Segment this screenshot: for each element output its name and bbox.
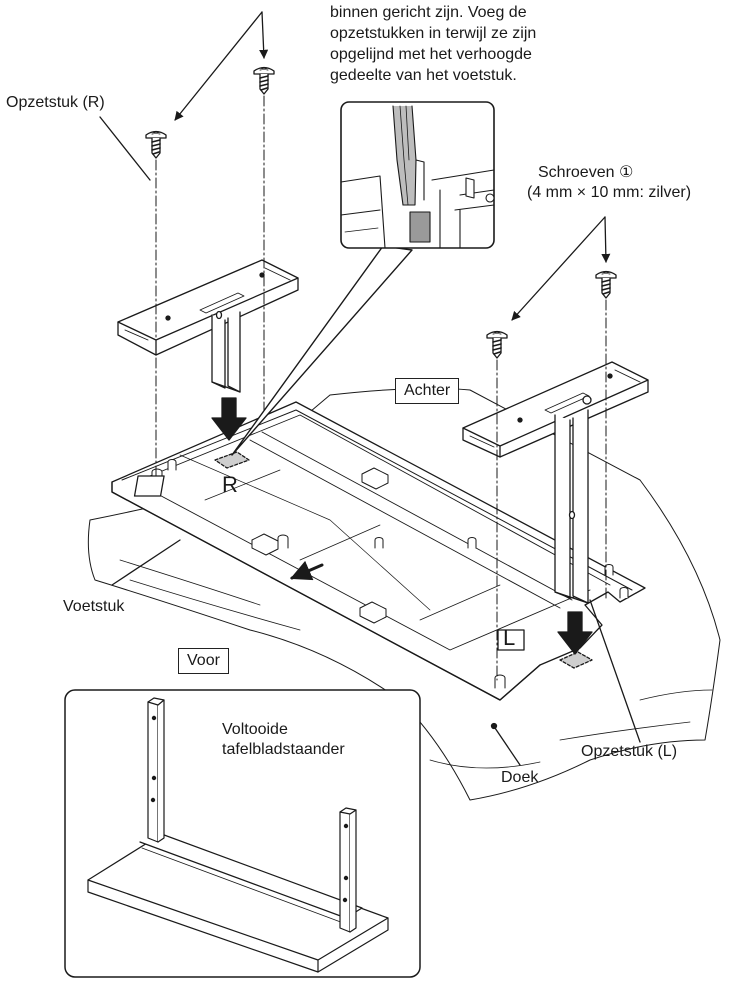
label-cloth: Doek — [501, 769, 539, 786]
attachment-l-part — [462, 361, 649, 604]
instruction-text: binnen gericht zijn. Voeg de opzetstukke… — [330, 2, 536, 86]
insert-spot-r — [214, 451, 250, 469]
label-attachment-l: Opzetstuk (L) — [581, 743, 678, 760]
label-completed-line: tafelbladstaander — [222, 741, 345, 758]
label-base: Voetstuk — [63, 598, 125, 615]
instruction-line: gedeelte van het voetstuk. — [330, 67, 517, 84]
screw-icon — [253, 66, 275, 95]
label-completed-line: Voltooide — [222, 721, 288, 738]
mark-l: L — [503, 625, 516, 650]
label-back: Achter — [395, 378, 460, 404]
mark-l-box — [497, 629, 525, 651]
direction-arrow-icon — [290, 560, 324, 581]
base-plate — [111, 401, 646, 701]
label-screws-spec: (4 mm × 10 mm: zilver) — [527, 184, 692, 201]
label-screws-title: Schroeven ① — [538, 164, 634, 181]
insert-arrow-icon — [211, 397, 247, 441]
screw-icon — [595, 270, 617, 299]
label-completed-stand: Voltooide tafelbladstaander — [222, 720, 345, 760]
label-front: Voor — [178, 648, 229, 674]
mark-r-box — [133, 475, 165, 497]
mark-r: R — [222, 472, 238, 497]
instruction-line: opzetstukken in terwijl ze zijn — [330, 25, 537, 42]
instruction-line: opgelijnd met het verhoogde — [330, 46, 532, 63]
label-attachment-r: Opzetstuk (R) — [6, 94, 105, 111]
zoom-callout-detail — [340, 105, 495, 249]
screw-icon — [145, 130, 167, 159]
zoom-callout-box — [340, 101, 495, 249]
insert-arrow-icon — [557, 611, 593, 655]
instruction-line: binnen gericht zijn. Voeg de — [330, 4, 527, 21]
completed-stand-drawing — [87, 697, 389, 973]
insert-spot-l — [559, 651, 593, 669]
attachment-r-part — [117, 259, 299, 393]
screw-icon — [486, 330, 508, 359]
